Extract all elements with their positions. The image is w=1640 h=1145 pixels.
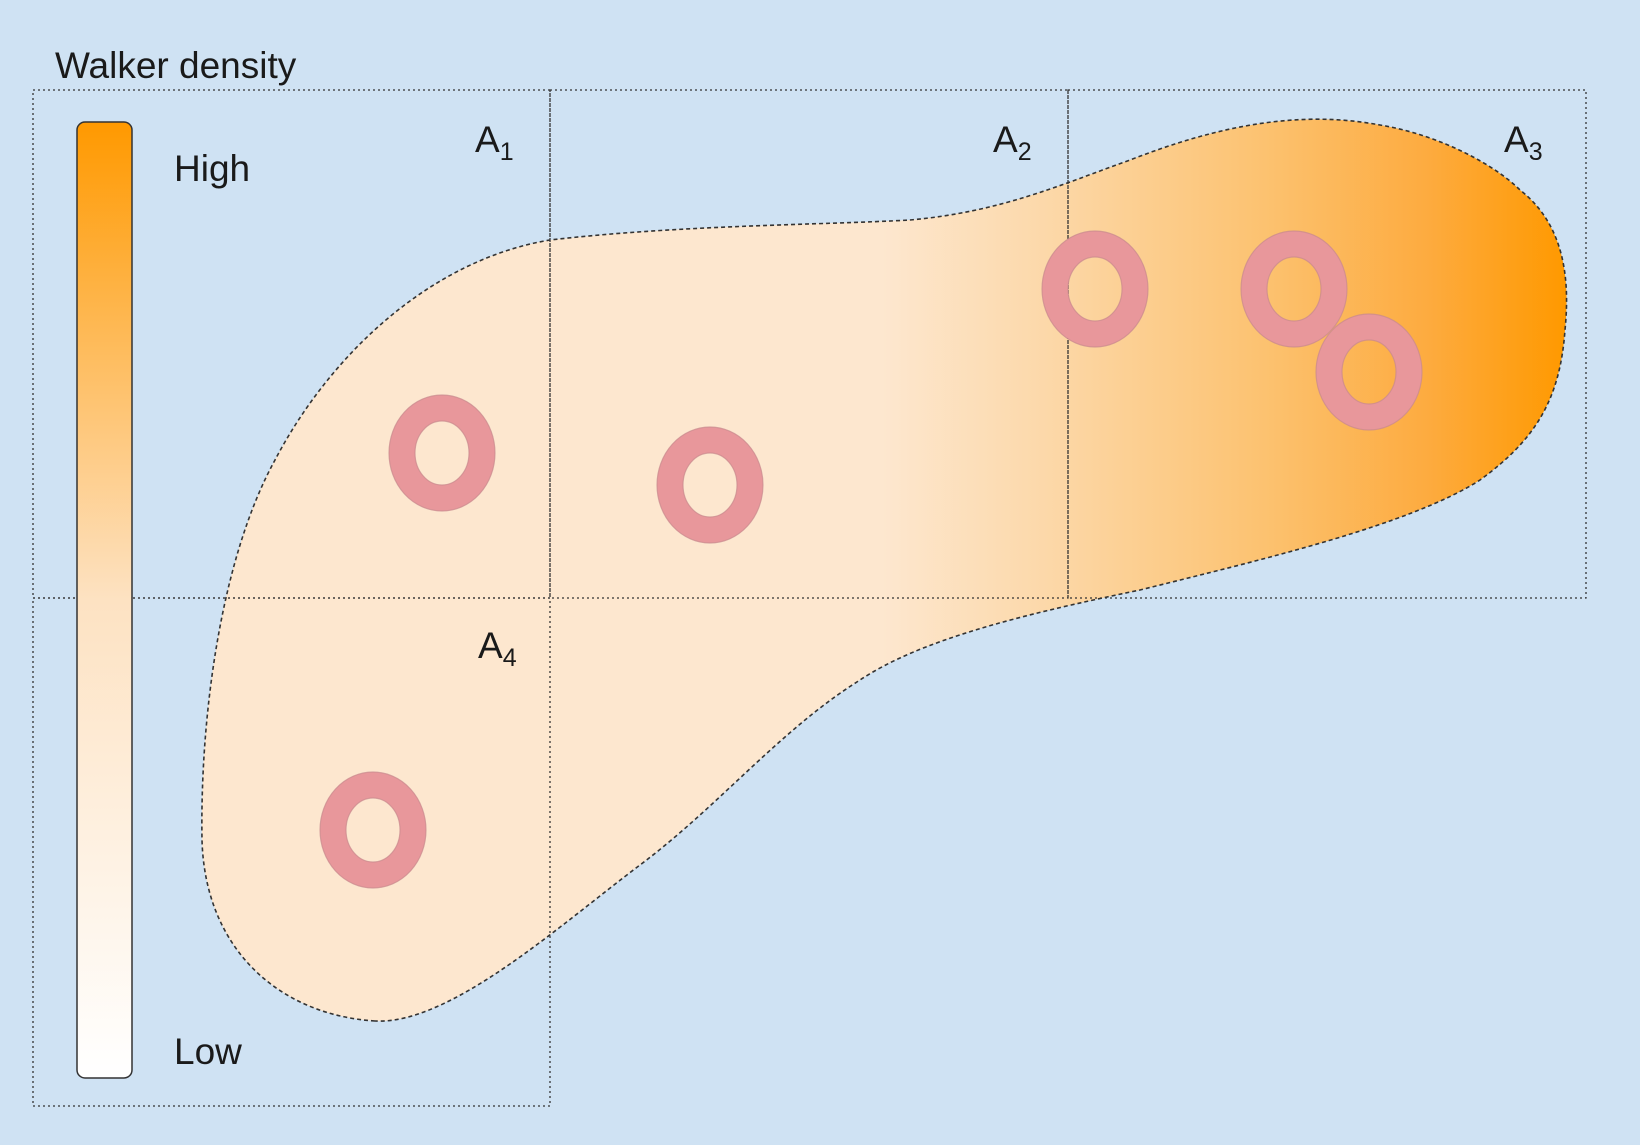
- region-a4-box: [32, 597, 551, 1107]
- ring-outlines: [319, 230, 1423, 889]
- legend-title: Walker density: [55, 45, 297, 86]
- ring-marker-icon: [1042, 231, 1148, 347]
- region-label-a4: A4: [478, 625, 517, 672]
- ring-marker-icon: [389, 395, 495, 511]
- region-a3-box: [1067, 89, 1587, 599]
- ring-marker-icon: [1316, 314, 1422, 430]
- walker-density-blob: [201, 118, 1568, 1022]
- legend-low-label: Low: [174, 1031, 242, 1072]
- region-a1-box: [32, 89, 551, 599]
- ring-markers: [320, 231, 1422, 888]
- ring-marker-icon: [320, 772, 426, 888]
- region-label-a1: A1: [475, 119, 514, 166]
- region-label-a2: A2: [993, 119, 1032, 166]
- region-grid: [32, 89, 1587, 1107]
- ring-marker-icon: [657, 427, 763, 543]
- region-a2-box: [549, 89, 1069, 599]
- ring-marker-icon: [1241, 231, 1347, 347]
- legend-high-label: High: [174, 148, 250, 189]
- region-label-a3: A3: [1504, 119, 1543, 166]
- density-color-bar: [76, 121, 133, 1079]
